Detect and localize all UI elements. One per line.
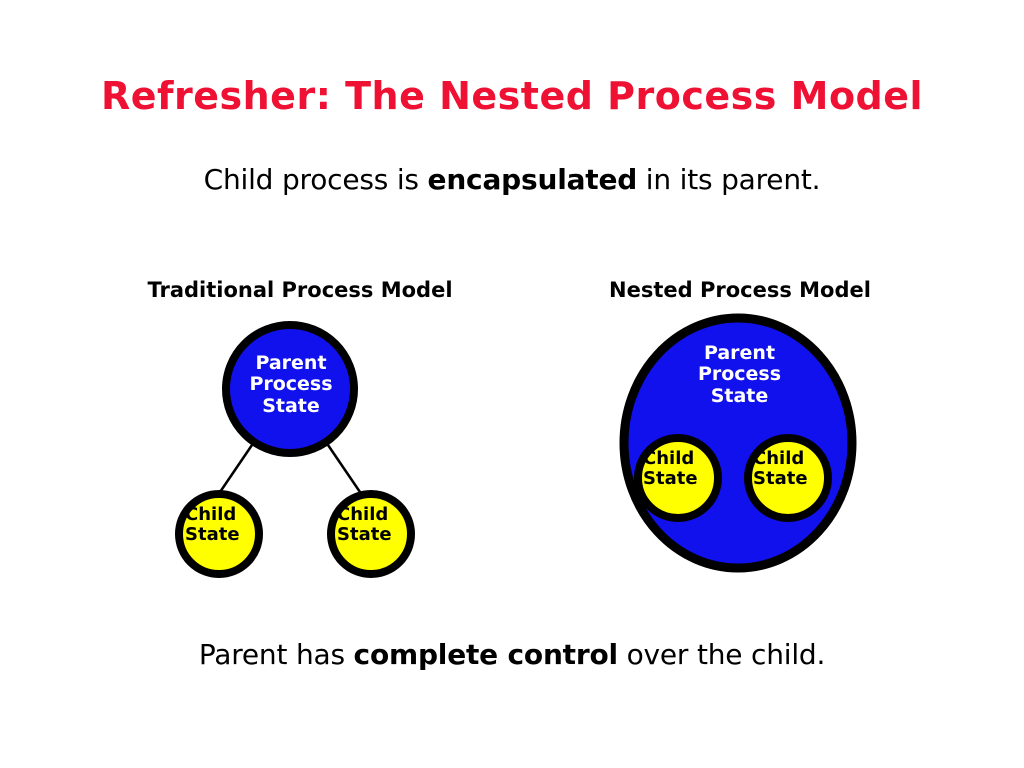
top-statement: Child process is encapsulated in its par… <box>0 163 1024 196</box>
top-statement-emphasis: encapsulated <box>427 163 638 196</box>
traditional-child-state-node-2[interactable] <box>327 490 415 578</box>
bottom-statement-emphasis: complete control <box>353 638 619 671</box>
top-statement-before: Child process is <box>203 163 428 196</box>
nested-child-state-node-2[interactable] <box>744 434 832 522</box>
nested-child-state-node-1[interactable] <box>634 434 722 522</box>
diagram-traditional-process-model: Parent Process State Child State Child S… <box>140 305 470 595</box>
connector-parent-to-child-2 <box>326 444 364 496</box>
nested-diagram-svg <box>619 313 857 573</box>
page-title: Refresher: The Nested Process Model <box>100 74 924 118</box>
traditional-parent-process-node[interactable] <box>222 321 358 457</box>
top-statement-after: in its parent. <box>637 163 821 196</box>
diagram-nested-process-model: Parent Process State Child State Child S… <box>600 305 890 595</box>
traditional-diagram-svg <box>175 321 415 578</box>
caption-traditional-process-model: Traditional Process Model <box>147 278 453 302</box>
bottom-statement-after: over the child. <box>617 638 826 671</box>
bottom-statement: Parent has complete control over the chi… <box>0 638 1024 671</box>
traditional-child-state-node-1[interactable] <box>175 490 263 578</box>
bottom-statement-before: Parent has <box>198 638 354 671</box>
connector-parent-to-child-1 <box>216 444 254 496</box>
caption-nested-process-model: Nested Process Model <box>609 278 871 302</box>
